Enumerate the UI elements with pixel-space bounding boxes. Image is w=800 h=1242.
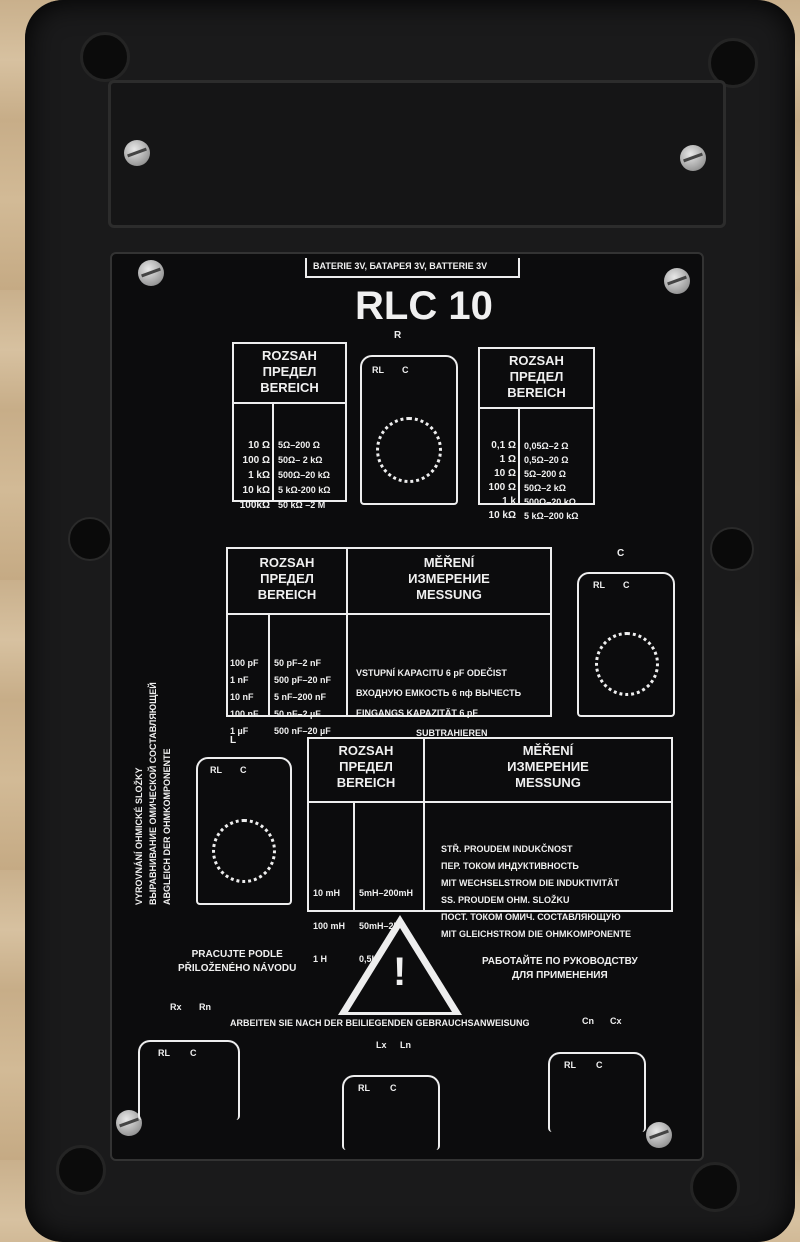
range-knob — [376, 417, 442, 483]
battery-label: BATERIE 3V, БАТАРЕЯ 3V, BATTERIE 3V — [313, 261, 488, 271]
l-label: L — [230, 735, 237, 746]
cn-label: Cn — [582, 1016, 594, 1026]
side-instruction: VYROVNÁNÍ OHMICKÉ SLOŽKY ВЫРАВНИВАНИЕ ОМ… — [134, 682, 172, 905]
rx-label: Rx — [170, 1002, 182, 1012]
c-label: C — [617, 548, 625, 559]
warning-de: ARBEITEN SIE NACH DER BEILIEGENDEN GEBRA… — [230, 1018, 530, 1028]
battery-cover[interactable] — [108, 80, 726, 228]
corner-hole — [690, 1162, 740, 1212]
ln-label: Ln — [400, 1040, 411, 1050]
r-label: R — [394, 330, 402, 341]
model-name: RLC 10 — [355, 284, 493, 328]
c-dial-diagram: RL C — [577, 572, 675, 717]
screw — [646, 1122, 672, 1148]
rn-label: Rn — [199, 1002, 211, 1012]
screw — [116, 1110, 142, 1136]
battery-label-box: BATERIE 3V, БАТАРЕЯ 3V, BATTERIE 3V — [305, 258, 520, 278]
screw — [680, 145, 706, 171]
range-knob — [595, 632, 659, 696]
exclamation-icon: ! — [393, 950, 407, 994]
screw — [664, 268, 690, 294]
side-hole — [68, 517, 112, 561]
c-bridge-diagram: RL C — [548, 1052, 646, 1132]
screw — [138, 260, 164, 286]
warning-triangle-inner — [348, 928, 452, 1012]
range-knob — [212, 819, 276, 883]
r-bridge-diagram: RL C — [138, 1040, 240, 1120]
lx-label: Lx — [376, 1040, 387, 1050]
cx-label: Cx — [610, 1016, 622, 1026]
l-bridge-diagram: RL C — [342, 1075, 440, 1150]
l-dial-diagram: RL C — [196, 757, 292, 905]
corner-hole — [56, 1145, 106, 1195]
screw — [124, 140, 150, 166]
corner-hole — [708, 38, 758, 88]
corner-hole — [80, 32, 130, 82]
r-dial-diagram: RL C — [360, 355, 458, 505]
side-hole — [710, 527, 754, 571]
